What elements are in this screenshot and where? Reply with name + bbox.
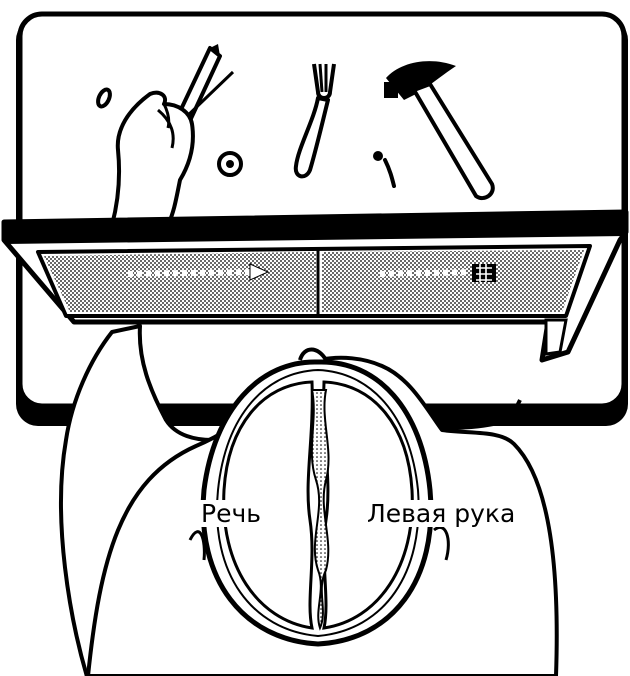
brain — [200, 359, 434, 647]
right-hand — [110, 90, 195, 226]
corpus-callosum — [310, 389, 330, 631]
screw-icon — [96, 87, 112, 109]
right-field-arrow — [379, 264, 496, 282]
screen-left-half — [44, 252, 316, 312]
screen — [1, 209, 629, 363]
hammer-icon — [384, 61, 495, 201]
screen-right-half — [322, 250, 584, 312]
left-hand-label: Левая рука — [365, 499, 518, 528]
bolt-icon — [373, 151, 396, 188]
speech-label: Речь — [199, 499, 263, 528]
nose — [298, 347, 328, 362]
fork-icon — [293, 63, 336, 179]
left-hemisphere — [222, 380, 314, 630]
nut-icon — [217, 151, 243, 177]
left-field-arrow — [127, 263, 270, 281]
